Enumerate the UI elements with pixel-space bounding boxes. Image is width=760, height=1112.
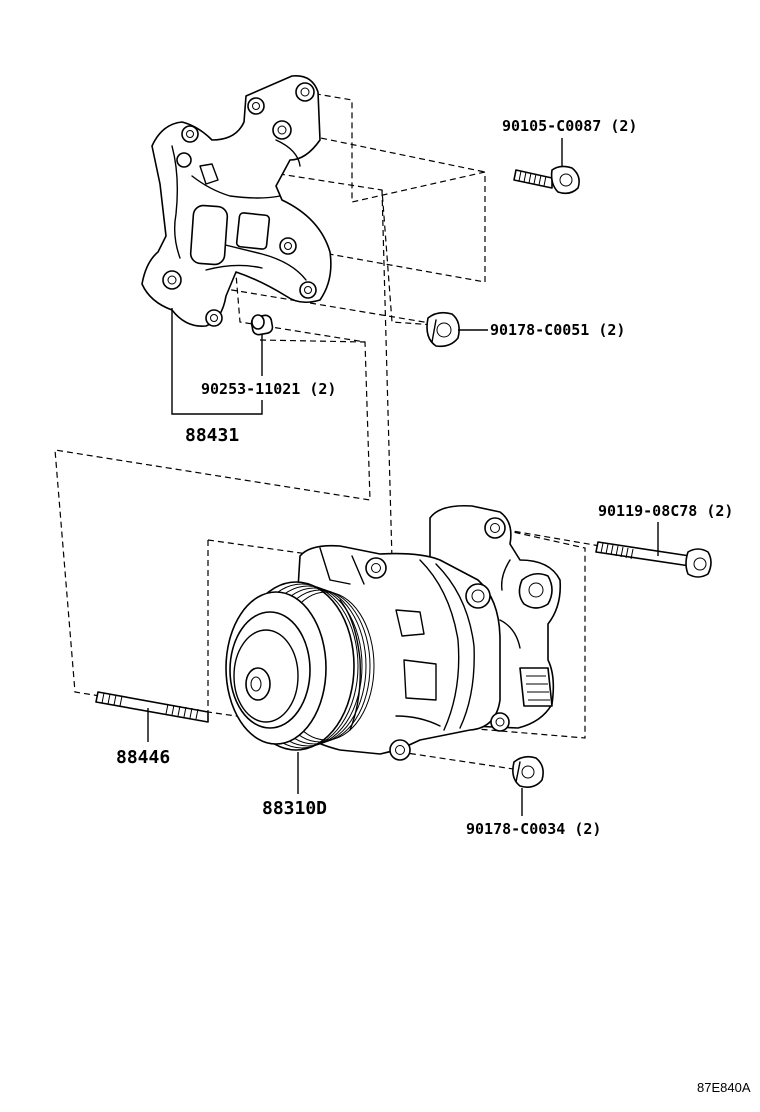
bracket-88431	[141, 75, 332, 327]
label-bolt-90105-C0087: 90105-C0087 (2)	[502, 117, 637, 135]
diagram-reference-code: 87E840A	[697, 1080, 751, 1095]
label-nut-90178-C0051: 90178-C0051 (2)	[490, 321, 625, 339]
bolt-90105-C0087	[513, 165, 580, 195]
label-pin-90253-11021: 90253-11021 (2)	[201, 380, 336, 398]
label-compressor-88310D: 88310D	[262, 798, 327, 819]
nut-90178-C0034	[512, 755, 544, 788]
pin-90253-11021	[250, 314, 274, 336]
label-stud-88446: 88446	[116, 747, 170, 768]
stud-88446	[95, 691, 209, 723]
label-bracket-88431: 88431	[185, 425, 239, 446]
label-nut-90178-C0034: 90178-C0034 (2)	[466, 820, 601, 838]
label-bolt-90119-08C78: 90119-08C78 (2)	[598, 502, 733, 520]
bolt-90119-08C78	[595, 541, 712, 578]
leader-lines	[147, 138, 659, 816]
compressor-88310D	[225, 504, 562, 761]
assembly-guide-lines	[54, 91, 601, 771]
nut-90178-C0051	[426, 311, 460, 348]
